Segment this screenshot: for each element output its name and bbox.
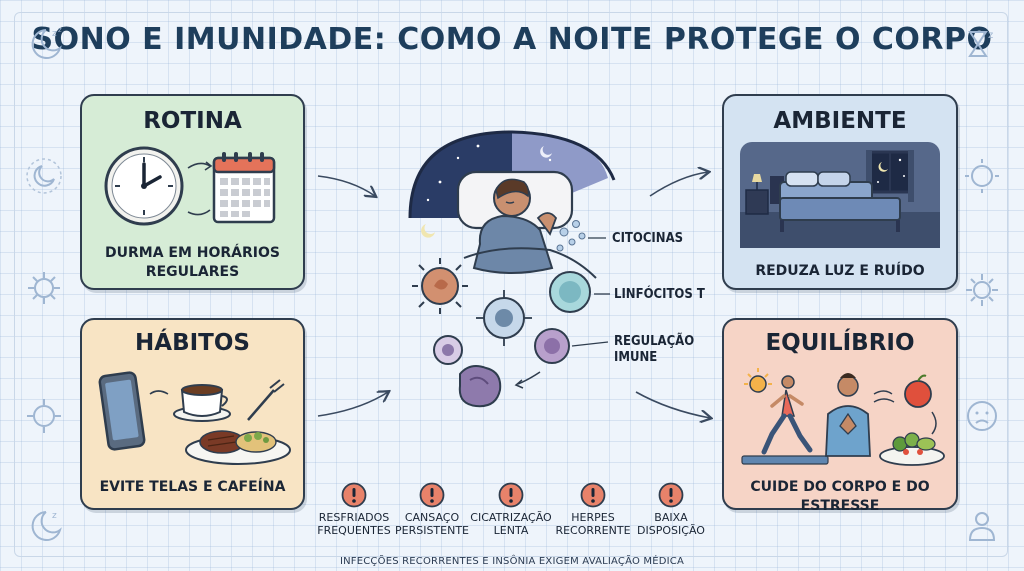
lymphocyte-cell <box>549 271 591 313</box>
warning-cicatrizacao-line2: LENTA <box>493 524 529 537</box>
label-regulacao: REGULAÇÃO IMUNE <box>614 334 694 366</box>
arrow-equilibrio <box>635 391 710 418</box>
card-rotina: ROTINA DURMA EM HORÁRIOS REGULARES <box>80 94 305 290</box>
svg-text:z: z <box>988 30 993 41</box>
virus-icon <box>28 272 60 304</box>
warning-herpes: HERPES RECORRENTE <box>545 482 641 537</box>
warning-cicatrizacao-line1: CICATRIZAÇÃO <box>470 511 552 524</box>
sad-face-icon <box>967 401 997 431</box>
macrophage-cell <box>458 365 502 408</box>
virus-icon <box>27 399 61 433</box>
moon-zz-icon: z z <box>31 26 62 59</box>
page-frame <box>14 12 1008 557</box>
label-regulacao-line1: REGULAÇÃO <box>614 334 695 349</box>
card-ambiente-title: AMBIENTE <box>773 108 907 134</box>
svg-text:z: z <box>52 29 57 39</box>
footer-note: INFECÇÕES RECORRENTES E INSÔNIA EXIGEM A… <box>339 556 685 567</box>
warning-resfriados-line1: RESFRIADOS <box>318 511 390 524</box>
warning-resfriados: RESFRIADOS FREQUENTES <box>306 482 402 537</box>
warning-cansaco-line1: CANSAÇO <box>404 511 460 524</box>
sleeping-person-immune-cells-illustration <box>408 130 616 408</box>
warning-cicatrizacao: CICATRIZAÇÃO LENTA <box>463 482 559 537</box>
virus-icon <box>966 274 998 306</box>
immune-cell-large <box>476 290 532 346</box>
phone-coffee-food-icon <box>98 371 291 465</box>
moon-icon <box>421 224 435 238</box>
card-rotina-title: ROTINA <box>143 108 242 134</box>
warning-circle-icon <box>580 482 606 508</box>
warning-circle-icon <box>419 482 445 508</box>
warning-circle-icon <box>658 482 684 508</box>
virus-cell <box>412 258 468 314</box>
warning-herpes-line1: HERPES <box>571 511 615 524</box>
warning-circle-icon <box>498 482 524 508</box>
label-citocinas: CITOCINAS <box>612 231 684 246</box>
label-regulacao-line2: IMUNE <box>614 350 658 365</box>
sun-face-icon <box>965 159 999 193</box>
bedroom-icon <box>740 142 940 248</box>
warning-baixa-line1: BAIXA <box>654 511 688 524</box>
card-equilibrio: EQUILÍBRIO CUIDE DO CORPO E DO ESTRESSE <box>722 318 958 514</box>
arrow-ambiente <box>649 172 708 197</box>
warning-baixa-line2: DISPOSIÇÃO <box>637 524 705 537</box>
label-linfocitos: LINFÓCITOS T <box>614 287 705 302</box>
warning-baixa-disposicao: BAIXA DISPOSIÇÃO <box>623 482 719 537</box>
card-ambiente-caption: REDUZA LUZ E RUÍDO <box>755 263 925 279</box>
svg-text:z: z <box>58 26 62 34</box>
card-rotina-caption-line2: REGULARES <box>145 264 240 280</box>
card-habitos-caption: EVITE TELAS E CAFEÍNA <box>99 479 286 495</box>
warning-circle-icon <box>341 482 367 508</box>
moon-zz-icon: z <box>31 511 62 541</box>
page-title: SONO E IMUNIDADE: COMO A NOITE PROTEGE O… <box>31 22 993 57</box>
warning-resfriados-line2: FREQUENTES <box>317 524 391 537</box>
card-equilibrio-caption: CUIDE DO CORPO E DO ESTRESSE <box>750 479 930 514</box>
card-habitos: HÁBITOS EVITE TELAS E CAFEÍNA <box>80 318 305 510</box>
exercise-meditation-food-icon <box>741 368 945 466</box>
arrow-rotina <box>317 175 375 196</box>
arrow-habitos <box>317 392 388 417</box>
card-equilibrio-title: EQUILÍBRIO <box>765 330 915 356</box>
warning-cansaco: CANSAÇO PERSISTENTE <box>384 482 480 537</box>
card-ambiente: AMBIENTE REDUZA LUZ E RUÍDO <box>722 94 958 290</box>
regulation-cell <box>534 328 570 364</box>
svg-text:z: z <box>52 511 57 521</box>
moon-zz-icon <box>26 158 62 194</box>
warning-herpes-line2: RECORRENTE <box>555 524 631 537</box>
clock-calendar-icon <box>104 146 276 226</box>
person-icon <box>968 512 996 541</box>
card-rotina-caption-line1: DURMA EM HORÁRIOS <box>105 245 280 261</box>
warning-cansaco-line2: PERSISTENTE <box>394 524 469 537</box>
card-habitos-title: HÁBITOS <box>135 330 250 356</box>
hourglass-zz-icon: z <box>968 30 993 57</box>
